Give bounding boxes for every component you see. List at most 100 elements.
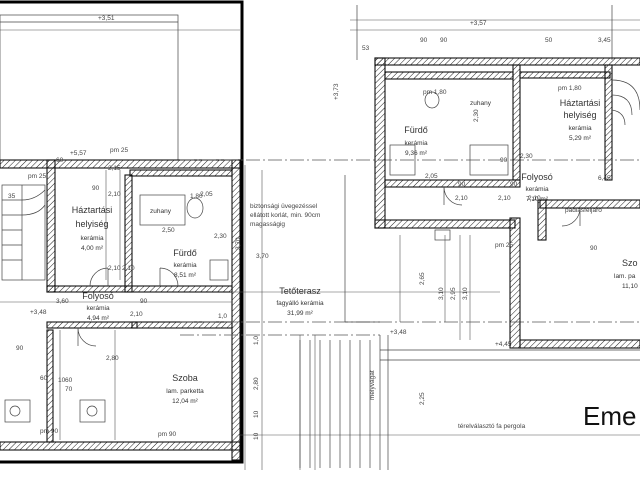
- svg-text:4,94 m²: 4,94 m²: [87, 315, 110, 322]
- svg-text:helyiség: helyiség: [563, 110, 596, 120]
- right-unit: zuhany Fürdő kerámia 9,36 m² Háztartási …: [333, 5, 640, 349]
- left-dim-label: 70: [65, 386, 73, 393]
- left-dim-label: 1,0: [218, 313, 227, 320]
- left-dim-label: 2,10: [108, 265, 121, 272]
- left-dim-label: 60: [40, 375, 48, 382]
- left-dim-label: 60: [65, 377, 73, 384]
- pergola-label: térelválasztó fa pergola: [458, 423, 526, 430]
- left-room-folyoso: Folyosó kerámia 4,94 m²: [82, 291, 114, 322]
- right-dim-label: 90: [590, 245, 598, 252]
- terrace-level-mark: +3,48: [390, 329, 407, 336]
- left-dim-label: 2,10: [130, 311, 143, 318]
- right-staircase: [611, 79, 640, 126]
- left-dim-label: 3,70: [256, 253, 269, 260]
- svg-text:kerámia: kerámia: [568, 125, 592, 132]
- right-dim-label: 2,05: [425, 173, 438, 180]
- terrace-dim-label: 3,10: [438, 287, 445, 300]
- terrace-floor: fagyálló kerámia: [276, 300, 324, 307]
- right-shower-label: zuhany: [470, 100, 492, 107]
- svg-text:kerámia: kerámia: [173, 262, 197, 269]
- left-dim-label: 2,10: [122, 265, 135, 272]
- right-sill-label: pm 1,80: [423, 89, 447, 96]
- right-dim-label: 90: [420, 37, 428, 44]
- left-room-furdo: Fürdő kerámia 8,51 m²: [173, 248, 197, 279]
- svg-text:Folyosó: Folyosó: [521, 172, 553, 182]
- right-dim-label: 2,10: [528, 195, 541, 202]
- left-wall-bottom: [0, 441, 241, 451]
- right-room-szoba: Szo lam. pa 11,10: [614, 258, 638, 290]
- svg-text:lam. parketta: lam. parketta: [166, 388, 204, 395]
- terrace-area: 31,99 m²: [287, 310, 313, 317]
- left-level-mark: +5,57: [70, 150, 87, 157]
- right-dim-label: 2,30: [520, 153, 533, 160]
- svg-text:kerámia: kerámia: [525, 186, 549, 193]
- right-dim-label: 90: [458, 181, 466, 188]
- terrace-dim-label: 3,10: [462, 287, 469, 300]
- svg-text:Folyosó: Folyosó: [82, 291, 114, 301]
- left-dim-label: 1,80: [190, 193, 203, 200]
- left-room-haztartasi: Háztartási helyiség kerámia 4,00 m²: [72, 205, 113, 252]
- right-level-mark: +3,57: [470, 20, 487, 27]
- svg-text:12,04 m²: 12,04 m²: [172, 398, 198, 405]
- left-dim-label: 2,15: [108, 165, 121, 172]
- left-shower-label: zuhany: [150, 208, 172, 215]
- left-staircase: [1, 184, 46, 281]
- svg-text:Szo: Szo: [622, 258, 638, 268]
- left-sill-label: pm 25: [28, 173, 46, 180]
- svg-text:kerámia: kerámia: [404, 140, 428, 147]
- right-room-furdo: Fürdő kerámia 9,36 m²: [404, 125, 428, 157]
- svg-text:8,51 m²: 8,51 m²: [174, 272, 197, 279]
- right-sill-label: pm 25: [495, 242, 513, 249]
- right-dim-label: 3,45: [598, 37, 611, 44]
- svg-text:Fürdő: Fürdő: [404, 125, 428, 135]
- left-level-mark: +3,51: [98, 15, 115, 22]
- left-room-szoba: Szoba lam. parketta 12,04 m²: [166, 373, 204, 405]
- terrace-railing-note: magasságig: [250, 221, 285, 228]
- left-room-furniture: [4, 399, 106, 423]
- svg-text:Fürdő: Fürdő: [173, 248, 197, 258]
- right-dim-label: 90: [510, 181, 518, 188]
- right-dim-label: 50: [545, 37, 553, 44]
- left-dim-label: 2,80: [106, 355, 119, 362]
- terrace-name: Tetőterasz: [279, 286, 321, 296]
- attic-access-label: padlásfeljáró: [565, 207, 602, 214]
- left-level-mark: +3,48: [30, 309, 47, 316]
- right-dim-label: 90: [440, 37, 448, 44]
- left-dim-label: 60: [56, 157, 64, 164]
- svg-text:5,29 m²: 5,29 m²: [569, 135, 592, 142]
- terrace-dim-label: 10: [253, 410, 260, 418]
- right-level-mark: +3,73: [333, 83, 340, 100]
- pergola-grid: [299, 340, 371, 468]
- terrace-dim-label: 2,25: [419, 392, 426, 405]
- right-bathroom-fixtures: zuhany: [389, 91, 509, 241]
- right-room-haztartasi: Háztartási helyiség kerámia 5,29 m²: [560, 98, 601, 142]
- left-sill-label: pm 90: [40, 428, 58, 435]
- left-wall-right: [231, 159, 241, 461]
- svg-text:7,10 m²: 7,10 m²: [526, 196, 549, 203]
- left-dim-label: 90: [16, 345, 24, 352]
- svg-text:4,00 m²: 4,00 m²: [81, 245, 104, 252]
- right-dim-label: 2,10: [498, 195, 511, 202]
- left-dim-label: 90: [140, 298, 148, 305]
- svg-text:Háztartási: Háztartási: [560, 98, 601, 108]
- right-dim-label: 6,45: [598, 175, 611, 182]
- svg-text:lam. pa: lam. pa: [614, 273, 636, 280]
- terrace-railing-note: ellátott korlát, min. 90cm: [250, 212, 320, 219]
- left-dim-label: 2,50: [162, 227, 175, 234]
- right-sill-label: pm 1,80: [558, 85, 582, 92]
- terrace-dim-label: 1,0: [253, 336, 260, 345]
- right-room-folyoso: Folyosó kerámia 7,10 m²: [521, 172, 553, 203]
- left-unit-frame: [0, 0, 244, 464]
- svg-text:kerámia: kerámia: [86, 305, 110, 312]
- svg-text:Háztartási: Háztartási: [72, 205, 113, 215]
- terrace-railing-note: biztonsági üvegezéssel: [250, 203, 318, 210]
- terrace-level-mark: +4,45: [495, 341, 512, 348]
- svg-text:helyiség: helyiség: [75, 219, 108, 229]
- terrace-dim-label: 2,95: [450, 287, 457, 300]
- terrace-dim-label: 10: [253, 432, 260, 440]
- left-dim-label: 10: [58, 377, 66, 384]
- terrace-edge-label: melyvágat: [369, 370, 376, 400]
- left-dim-label: 2,30: [214, 233, 227, 240]
- left-unit: zuhany Háztartási helyiség kerámia 4,00 …: [0, 0, 269, 464]
